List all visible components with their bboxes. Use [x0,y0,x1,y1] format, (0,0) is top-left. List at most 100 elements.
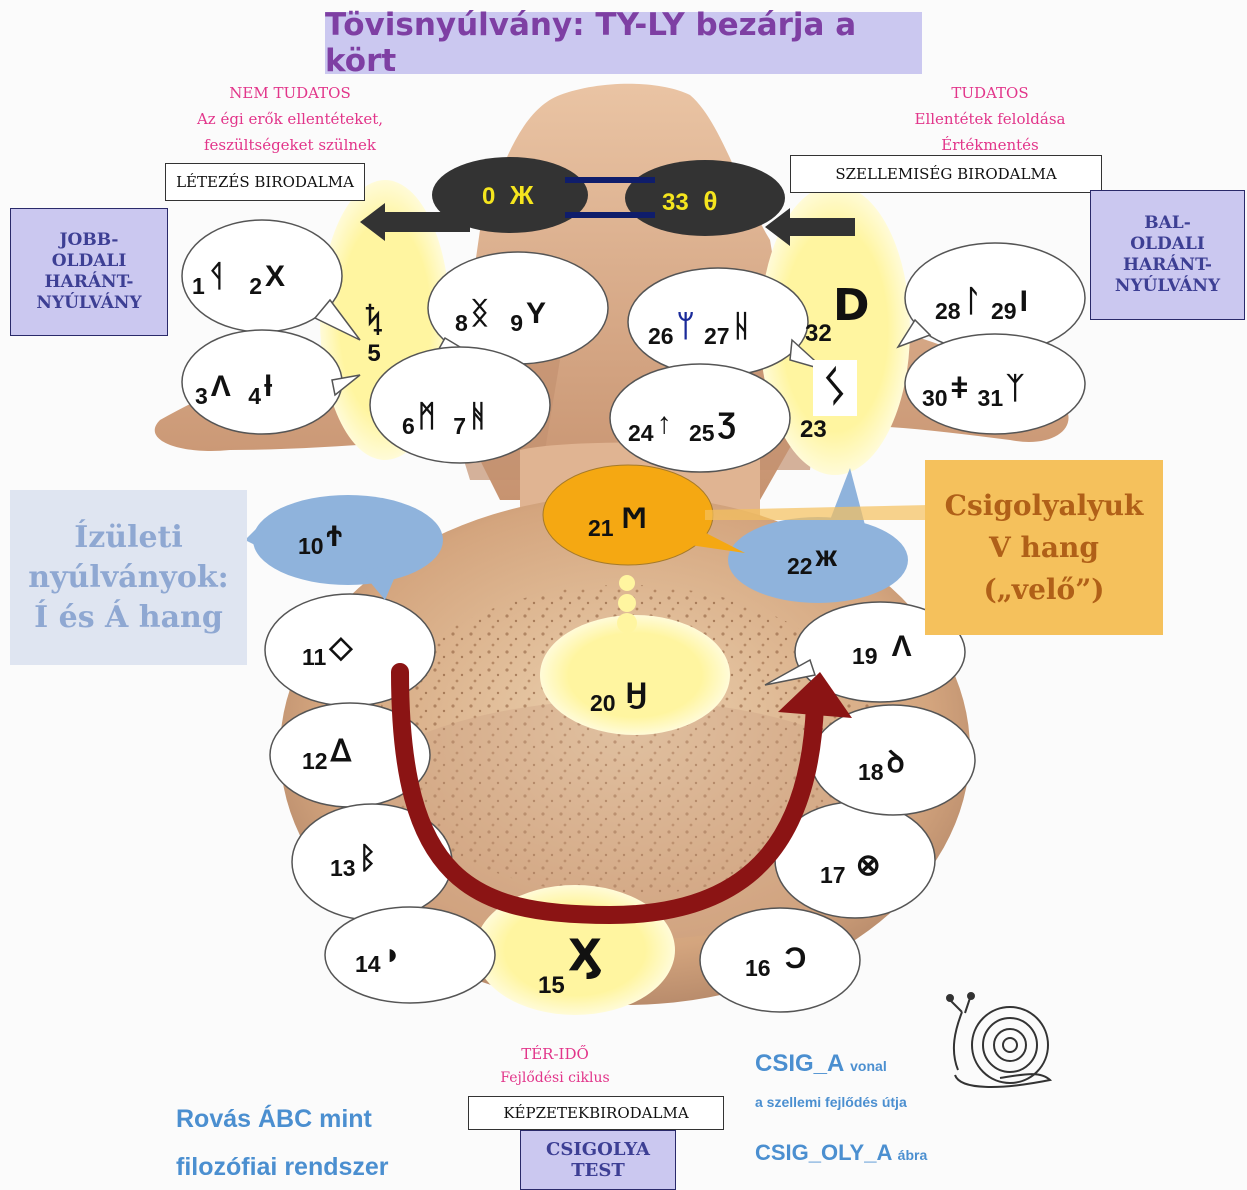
rune-26-glyph: ᛘ [676,310,695,343]
rune-8-glyph: ᛝ [470,297,489,330]
left-header: NEM TUDATOS Az égi erők ellentéteket, fe… [170,80,410,158]
rune-19-number: 19 [852,643,878,669]
rune-18-glyph: ꝺ [886,746,905,779]
rune-15-glyph: Ӽ [568,930,602,981]
rune-17-number: 17 [820,862,846,888]
rune-14-glyph: ◗ [383,938,402,971]
left-header-line1: NEM TUDATOS [229,84,351,102]
bubble-17: 17⊗ [820,849,884,891]
kepzetek-box: KÉPZETEKBIRODALMA [468,1096,724,1130]
rune-4-glyph: ƚ [264,370,273,403]
bal-line3: HARÁNT- [1122,255,1212,275]
rune-3-number: 3 [195,383,208,409]
csigolyalyuk-box: Csigolyalyuk V hang („velő”) [925,460,1163,635]
rune-12-number: 12 [302,748,328,774]
rune-12-glyph: ᐃ [330,735,352,768]
rune-6-glyph: ᛗ [417,400,436,433]
rune-24-number: 24 [628,420,654,446]
rune-23: ᛊ 23 [800,360,870,444]
rune-21-glyph: Ϻ [621,502,647,535]
rune-9-glyph: Y [525,297,546,330]
oval-left-number: 0 [482,183,496,210]
rune-20-number: 20 [590,690,616,716]
rune-16-glyph: Ͻ [784,942,807,975]
rovas-label: Rovás ÁBC mint filozófiai rendszer [176,1095,389,1190]
csig-oly-label: CSIG_OLY_A ábra [755,1140,927,1166]
rune-5-glyph: ᛪ [363,300,385,340]
oval-left-glyph: Ж [510,180,534,210]
top-arrows [360,203,855,246]
articular-bubbles [245,468,908,603]
rune-11-number: 11 [302,644,327,670]
ter-ido-label: TÉR-IDŐ Fejlődési ciklus [455,1042,655,1090]
bal-line2: OLDALI [1130,234,1205,254]
bal-line4: NYÚLVÁNY [1114,276,1221,296]
rune-9-number: 9 [510,310,523,336]
izuleti-line1: Ízületi [74,519,183,555]
rune-1-glyph: ᛩ [207,260,226,293]
bal-line1: BAL- [1144,213,1191,233]
development-cycle-arrow [391,663,852,925]
jobb-line4: NYÚLVÁNY [36,293,142,313]
csig-a-line2: a szellemi fejlődés útja [755,1094,907,1110]
rune-2-glyph: X [264,260,285,293]
rune-31-glyph: ᛉ [1006,372,1025,405]
rune-8-number: 8 [455,310,468,336]
rune-31-number: 31 [977,385,1004,411]
bubble-11: 11◇ [302,631,355,673]
canal-bubble [542,464,930,566]
csigolya-test-line2: TEST [571,1160,625,1181]
rune-26-number: 26 [648,323,674,349]
rune-7-number: 7 [453,413,466,439]
ter-ido-line2: Fejlődési ciklus [500,1070,610,1086]
csigolyalyuk-line1: Csigolyalyuk [944,488,1144,522]
jobb-line2: OLDALI [51,251,127,271]
rune-30-number: 30 [922,385,948,411]
rune-19-glyph: Λ [891,630,912,663]
rune-bubbles [181,219,1086,1013]
izuleti-box: Ízületi nyúlványok: Í és Á hang [10,490,247,665]
left-header-line3: feszültségeket szülnek [203,136,377,154]
oval-right-number: 33 [662,189,689,216]
ter-ido-line1: TÉR-IDŐ [521,1045,589,1063]
right-header-line3: Értékmentés [941,136,1039,154]
rune-21-number: 21 [588,515,614,541]
rovas-line2: filozófiai rendszer [176,1153,389,1181]
rune-32-number: 32 [805,320,832,347]
jobb-line1: JOBB- [59,230,119,250]
rune-13-glyph: ᛒ [358,842,377,875]
csigolya-test-line1: CSIGOLYA [546,1139,650,1160]
rune-28-number: 28 [935,298,961,324]
csig-a-small: vonal [850,1058,887,1074]
rune-14-number: 14 [355,951,381,977]
bal-oldali-box: BAL- OLDALI HARÁNT- NYÚLVÁNY [1090,190,1245,320]
rune-2-number: 2 [249,273,262,299]
csigolya-test-box: CSIGOLYA TEST [520,1130,676,1190]
rune-27-glyph: ᚺ [732,310,751,343]
rune-30-glyph: ǂ [950,372,969,405]
right-header-line1: TUDATOS [951,84,1029,102]
jobb-oldali-box: JOBB- OLDALI HARÁNT- NYÚLVÁNY [10,208,168,336]
izuleti-line3: Í és Á hang [34,599,223,635]
rune-29-glyph: I [1019,285,1028,318]
bubble-21: 21 Ϻ [588,502,650,544]
csig-a-main: CSIG_A [755,1050,844,1077]
izuleti-line2: nyúlványok: [28,559,229,595]
rune-25-glyph: Ʒ [717,407,736,440]
rune-7-glyph: ᚻ [468,400,487,433]
bubble-19: 19 Λ [852,630,915,672]
left-header-line2: Az égi erők ellentéteket, [196,110,384,128]
szellemiseg-box: SZELLEMISÉG BIRODALMA [790,155,1102,193]
rune-29-number: 29 [990,298,1017,324]
rune-16-number: 16 [745,955,771,981]
rune-10-number: 10 [298,533,324,559]
